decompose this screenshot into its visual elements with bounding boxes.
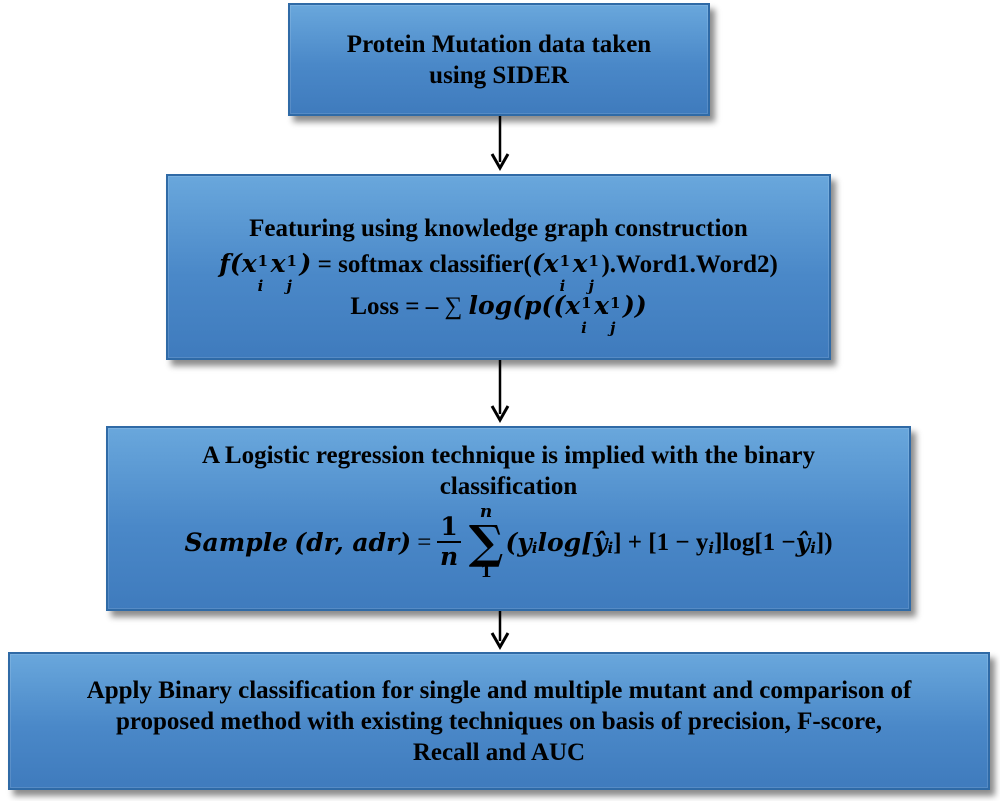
box-text-line: Recall and AUC: [412, 738, 586, 766]
kg-heading: Featuring using knowledge graph construc…: [249, 214, 748, 242]
arrow-down-2: [490, 360, 510, 424]
binary-classification-box: Apply Binary classification for single a…: [8, 652, 990, 790]
box-text-line: using SIDER: [429, 61, 569, 89]
box-text-line: classification: [439, 473, 578, 500]
logistic-regression-box: A Logistic regression technique is impli…: [106, 426, 911, 611]
mutation-data-box: Protein Mutation data taken using SIDER: [288, 3, 710, 116]
box-text-line: proposed method with existing techniques…: [115, 707, 883, 735]
arrow-down-1: [490, 116, 510, 172]
box-text-line: A Logistic regression technique is impli…: [201, 442, 815, 469]
arrow-down-3: [490, 611, 510, 651]
box-text-line: Protein Mutation data taken: [346, 30, 652, 58]
box-text-line: Apply Binary classification for single a…: [86, 676, 912, 704]
knowledge-graph-box: Featuring using knowledge graph construc…: [166, 174, 831, 360]
